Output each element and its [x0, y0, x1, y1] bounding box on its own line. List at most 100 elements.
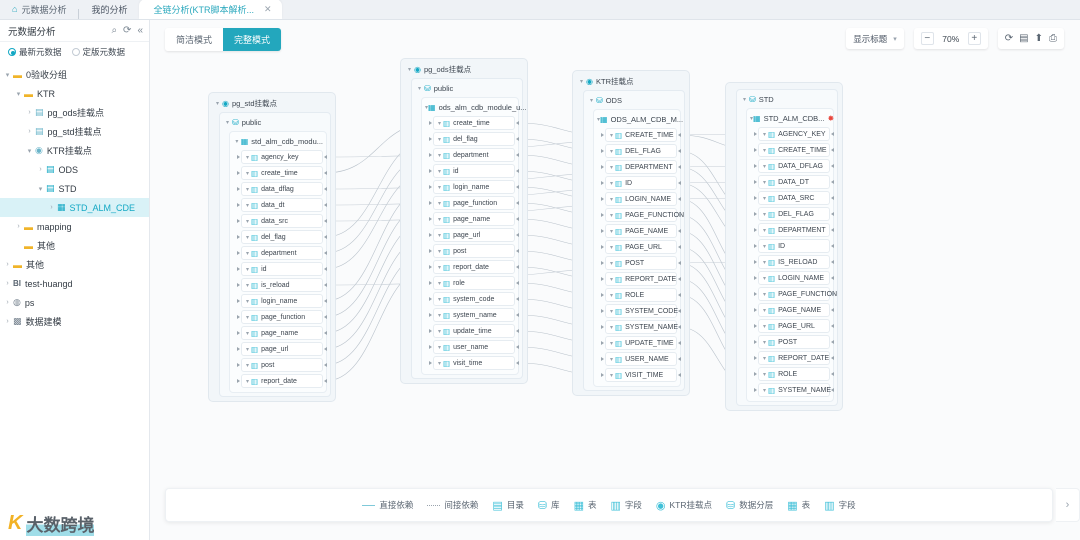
chevron-icon[interactable]: ▾	[763, 387, 767, 394]
field-row[interactable]: ▾▥id	[237, 262, 327, 276]
field-row[interactable]: ▾▥role	[429, 276, 519, 290]
field-row[interactable]: ▾▥DEPARTMENT	[601, 160, 681, 174]
tree-node[interactable]: ›▤pg_ods挂载点	[0, 103, 149, 122]
tree-node[interactable]: ▾◉KTR挂载点	[0, 141, 149, 160]
chevron-icon[interactable]: ▾	[763, 339, 767, 346]
close-icon[interactable]: ✕	[263, 3, 272, 14]
chevron-icon[interactable]: ▾	[246, 250, 250, 257]
field-row[interactable]: ▾▥system_code	[429, 292, 519, 306]
schema-group[interactable]: ▾⛁STD▾▦STD_ALM_CDB...✸▾▥AGENCY_KEY▾▥CREA…	[736, 89, 838, 406]
chevron-icon[interactable]: ›	[6, 261, 9, 268]
chevron-icon[interactable]: ▾	[246, 378, 250, 385]
chevron-icon[interactable]: ▾	[763, 163, 767, 170]
chevron-icon[interactable]: ▾	[763, 323, 767, 330]
schema-group[interactable]: ▾⛁public▾▦ods_alm_cdb_module_u...▾▥creat…	[411, 78, 527, 379]
chevron-icon[interactable]: ▾	[246, 218, 250, 225]
chevron-icon[interactable]: ▾	[763, 307, 767, 314]
chevron-icon[interactable]: ▾	[225, 120, 229, 126]
chevron-icon[interactable]: ▾	[438, 296, 442, 303]
field-row[interactable]: ▾▥PAGE_NAME	[601, 224, 681, 238]
field-row[interactable]: ▾▥post	[237, 358, 327, 372]
chevron-icon[interactable]: ▾	[438, 120, 442, 127]
radio-latest-metadata[interactable]: 最新元数据	[8, 46, 62, 58]
chevron-icon[interactable]: ▾	[763, 131, 767, 138]
display-title-dropdown[interactable]: 显示标题 ▾	[846, 28, 904, 49]
tab-my-analysis[interactable]: 我的分析	[79, 0, 139, 19]
group-mount-row[interactable]: ▾◉KTR挂载点	[577, 75, 685, 88]
chevron-icon[interactable]: ▾	[246, 314, 250, 321]
chevron-icon[interactable]: ▾	[610, 340, 614, 347]
chevron-icon[interactable]: ›	[17, 223, 20, 230]
chevron-icon[interactable]: ▾	[610, 180, 614, 187]
field-row[interactable]: ▾▥page_name	[237, 326, 327, 340]
field-row[interactable]: ▾▥LOGIN_NAME	[601, 192, 681, 206]
field-row[interactable]: ▾▥CREATE_TIME	[601, 128, 681, 142]
table-group[interactable]: ▾▦STD_ALM_CDB...✸▾▥AGENCY_KEY▾▥CREATE_TI…	[746, 108, 837, 402]
chevron-icon[interactable]: ▾	[235, 139, 239, 145]
simple-mode-button[interactable]: 简洁模式	[165, 28, 224, 51]
field-row[interactable]: ▾▥USER_NAME	[601, 352, 681, 366]
chevron-icon[interactable]: ▾	[742, 97, 746, 103]
field-row[interactable]: ▾▥PAGE_URL	[601, 240, 681, 254]
chevron-icon[interactable]: ▾	[763, 291, 767, 298]
search-icon[interactable]: ⌕	[111, 24, 118, 36]
chevron-icon[interactable]: ▾	[438, 232, 442, 239]
save-icon[interactable]: ▤	[1019, 33, 1029, 44]
schema-group[interactable]: ▾⛁public▾▦std_alm_cdb_modu...▾▥agency_ke…	[219, 112, 331, 397]
field-row[interactable]: ▾▥VISIT_TIME	[601, 368, 681, 382]
chevron-icon[interactable]: ▾	[438, 328, 442, 335]
field-row[interactable]: ▾▥PAGE_FUNCTION	[601, 208, 684, 222]
chevron-icon[interactable]: ▾	[610, 276, 614, 283]
chevron-icon[interactable]: ▾	[246, 362, 250, 369]
table-row[interactable]: ▾▦STD_ALM_CDB...✸	[750, 112, 834, 125]
field-row[interactable]: ▾▥login_name	[429, 180, 519, 194]
tree-node[interactable]: ▾▤STD	[0, 179, 149, 198]
schema-row[interactable]: ▾⛁STD	[740, 93, 834, 106]
radio-versioned-metadata[interactable]: 定版元数据	[71, 46, 125, 58]
field-row[interactable]: ▾▥DEPARTMENT	[754, 223, 834, 237]
field-row[interactable]: ▾▥create_time	[237, 166, 327, 180]
chevron-icon[interactable]: ▾	[438, 248, 442, 255]
field-row[interactable]: ▾▥SYSTEM_NAME	[601, 320, 681, 334]
chevron-icon[interactable]: ▾	[246, 154, 250, 161]
tree-node[interactable]: ▾▬0验收分组	[0, 65, 149, 84]
field-row[interactable]: ▾▥ID	[601, 176, 681, 190]
chevron-icon[interactable]: ▾	[438, 152, 442, 159]
field-row[interactable]: ▾▥ROLE	[754, 367, 834, 381]
chevron-icon[interactable]: ▾	[246, 202, 250, 209]
field-row[interactable]: ▾▥PAGE_FUNCTION	[754, 287, 837, 301]
table-group[interactable]: ▾▦std_alm_cdb_modu...▾▥agency_key▾▥creat…	[229, 131, 327, 393]
chevron-icon[interactable]: ▾	[763, 371, 767, 378]
tab-metadata-analysis[interactable]: ⌂ 元数据分析	[0, 0, 78, 19]
field-row[interactable]: ▾▥department	[237, 246, 327, 260]
tree-node[interactable]: ›▩数据建模	[0, 312, 149, 331]
chevron-icon[interactable]: ▾	[246, 282, 250, 289]
tree-node[interactable]: ›▤pg_std挂载点	[0, 122, 149, 141]
field-row[interactable]: ▾▥data_dflag	[237, 182, 327, 196]
field-row[interactable]: ▾▥report_date	[237, 374, 327, 388]
schema-row[interactable]: ▾⛁public	[415, 82, 519, 95]
tree-node[interactable]: ›▬mapping	[0, 217, 149, 236]
tree-node[interactable]: ›◍ps	[0, 293, 149, 312]
chevron-icon[interactable]: ▾	[610, 132, 614, 139]
chevron-icon[interactable]: ▾	[246, 330, 250, 337]
field-row[interactable]: ▾▥POST	[754, 335, 834, 349]
chevron-icon[interactable]: ›	[6, 280, 9, 287]
field-row[interactable]: ▾▥page_function	[237, 310, 327, 324]
field-row[interactable]: ▾▥CREATE_TIME	[754, 143, 834, 157]
diagram-group[interactable]: ▾◉pg_std挂载点▾⛁public▾▦std_alm_cdb_modu...…	[208, 92, 336, 402]
chevron-icon[interactable]: ▾	[763, 211, 767, 218]
refresh-icon[interactable]: ⟳	[1004, 33, 1014, 44]
chevron-icon[interactable]: ▾	[438, 360, 442, 367]
chevron-icon[interactable]: ▾	[763, 179, 767, 186]
field-row[interactable]: ▾▥SYSTEM_CODE	[601, 304, 681, 318]
chevron-icon[interactable]: ›	[6, 299, 9, 306]
refresh-icon[interactable]: ⟳	[123, 24, 132, 36]
chevron-icon[interactable]: ▾	[763, 195, 767, 202]
tree-node[interactable]: ›▦STD_ALM_CDE	[0, 198, 149, 217]
field-row[interactable]: ▾▥create_time	[429, 116, 519, 130]
chevron-icon[interactable]: ▾	[215, 101, 219, 107]
chevron-icon[interactable]: ▾	[610, 308, 614, 315]
field-row[interactable]: ▾▥DEL_FLAG	[601, 144, 681, 158]
chevron-icon[interactable]: ▾	[27, 147, 32, 155]
